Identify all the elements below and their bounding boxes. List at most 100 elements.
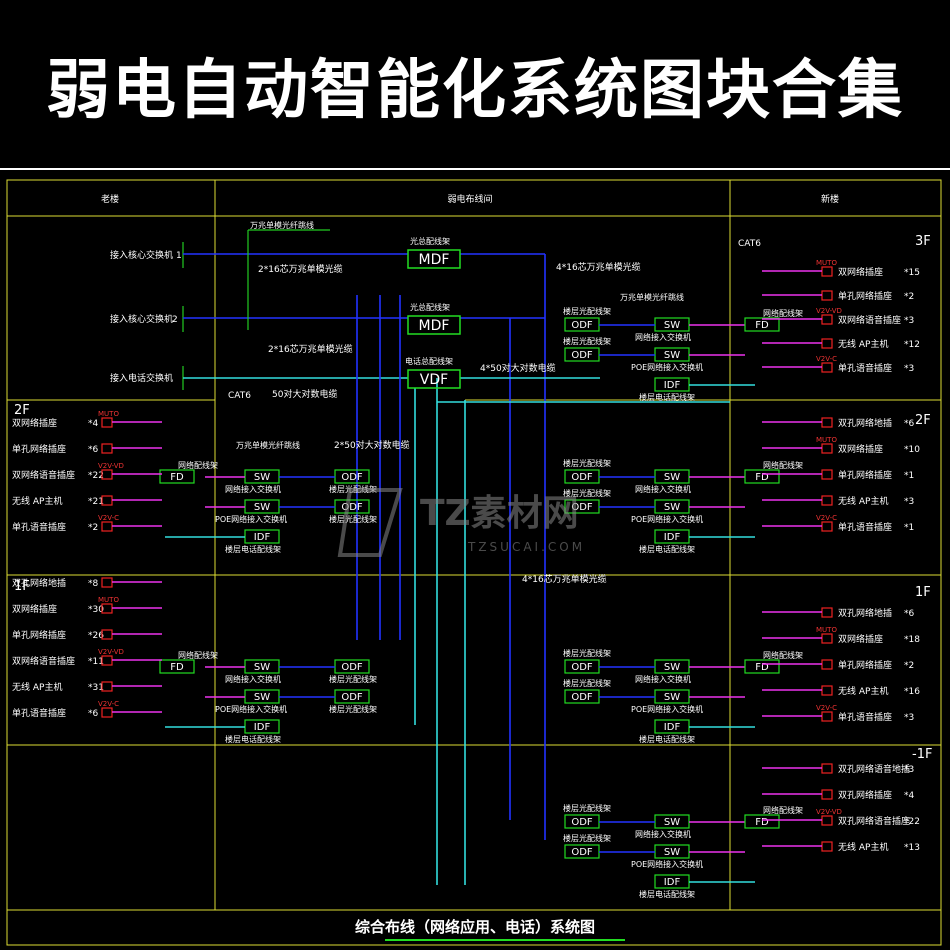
eq-3f-idf-label: 楼层电话配线架 (639, 392, 695, 402)
l2f-outlet-1-icon (101, 443, 113, 454)
eq-1f-r-idf-text: IDF (664, 722, 681, 733)
rb1-outlet-3-icon (821, 841, 833, 852)
l2f-outlet-0-tag: MUTO (98, 410, 119, 418)
fiber-2x16-label-b: 2*16芯万兆单模光缆 (268, 343, 353, 355)
l2f-outlet-4-count: *2 (88, 523, 98, 533)
l1f-outlet-4-count: *31 (88, 683, 104, 693)
l1f-outlet-5-label: 单孔语音插座 (12, 707, 66, 719)
l2f-outlet-4-icon (101, 521, 113, 532)
cat6-label-right: CAT6 (738, 239, 761, 249)
r1f-outlet-3-label: 无线 AP主机 (838, 685, 888, 697)
eq-1f-l-odf-1-label: 楼层光配线架 (329, 674, 377, 684)
eq-1f-r-sw-2-label: POE网络接入交换机 (631, 704, 703, 714)
equipment-layer: ODF楼层光配线架ODF楼层光配线架SW网络接入交换机SWPOE网络接入交换机I… (159, 306, 803, 899)
r3f-outlet-2-icon (821, 314, 833, 325)
eq-3f-sw-1-label: 网络接入交换机 (635, 332, 691, 342)
r3f-outlet-3-count: *12 (904, 340, 920, 350)
r2f-outlet-1-icon (821, 443, 833, 454)
r1f-outlet-1-count: *18 (904, 635, 920, 645)
l1f-outlet-5-tag: V2V-C (98, 700, 119, 708)
eq-2f-r-sw-1-text: SW (664, 472, 680, 483)
l1f-outlet-5-icon (101, 707, 113, 718)
l1f-outlet-0-icon (101, 577, 113, 588)
nb-1f-fd-label: 网络配线架 (763, 650, 803, 660)
r3f-outlet-0-count: *15 (904, 268, 920, 278)
r3f-outlet-2-tag: V2V-VD (816, 307, 842, 315)
nb-1f-fd-text: FD (755, 662, 769, 673)
core-switch-1-num: 1 (176, 251, 182, 261)
eq-b1-sw-1-label: 网络接入交换机 (635, 829, 691, 839)
r2f-outlet-0-icon (821, 417, 833, 428)
eq-3f-odf-2-text: ODF (571, 350, 593, 361)
r2f-outlet-1-tag: MUTO (816, 436, 837, 444)
vdf-text: VDF (420, 372, 448, 388)
eq-2f-l-odf-1-text: ODF (341, 472, 363, 483)
rb1-outlet-2-label: 双孔网络语音插座 (838, 815, 910, 827)
r1f-outlet-1-tag: MUTO (816, 626, 837, 634)
l2f-outlet-0-count: *4 (88, 419, 99, 429)
rb1-outlet-3-count: *13 (904, 843, 920, 853)
eq-2f-r-idf-text: IDF (664, 532, 681, 543)
r3f-outlet-4-label: 单孔语音插座 (838, 362, 892, 374)
nb-1f-fd-box (744, 659, 780, 674)
r2f-outlet-1-count: *10 (904, 445, 920, 455)
mdf-2-label: 光总配线架 (410, 302, 450, 312)
r2f-outlet-3-label: 无线 AP主机 (838, 495, 888, 507)
eq-2f-r-sw-1-label: 网络接入交换机 (635, 484, 691, 494)
r1f-outlet-1-icon (821, 633, 833, 644)
l2f-outlet-0-label: 双网络插座 (12, 417, 57, 429)
title-divider (0, 168, 950, 170)
r3f-outlet-4-icon (821, 362, 833, 373)
r1f-outlet-4-count: *3 (904, 713, 914, 723)
l2f-outlet-3-label: 无线 AP主机 (12, 495, 62, 507)
r3f-outlet-1-count: *2 (904, 292, 914, 302)
diagram-frame (6, 179, 942, 946)
rb1-outlet-0-count: *3 (904, 765, 914, 775)
l1f-outlet-3-tag: V2V-VD (98, 648, 124, 656)
eq-b1-sw-2-text: SW (664, 847, 680, 858)
l1f-outlet-4-label: 无线 AP主机 (12, 681, 62, 693)
ob-1f-fd-text: FD (170, 662, 184, 673)
ob-2f-fd-text: FD (170, 472, 184, 483)
eq-2f-l-sw-2-label: POE网络接入交换机 (215, 514, 287, 524)
eq-3f-sw-2-label: POE网络接入交换机 (631, 362, 703, 372)
fiber-jumper-label-right: 万兆单模光纤跳线 (620, 292, 684, 302)
core-switch-2-label: 接入核心交换机 (110, 313, 173, 325)
floor-label-2f-left: 2F (14, 403, 30, 418)
ob-2f-fd-box (159, 469, 195, 484)
eq-2f-l-odf-2-text: ODF (341, 502, 363, 513)
r3f-outlet-4-tag: V2V-C (816, 355, 837, 363)
r3f-outlet-0-icon (821, 266, 833, 277)
eq-1f-l-sw-1-text: SW (254, 662, 270, 673)
nb-3f-fd-box (744, 317, 780, 332)
r1f-outlet-4-tag: V2V-C (816, 704, 837, 712)
rb1-outlet-0-icon (821, 763, 833, 774)
nb-2f-fd-label: 网络配线架 (763, 460, 803, 470)
watermark-brand: TZ素材网 (420, 493, 579, 534)
eq-2f-l-odf-2-label: 楼层光配线架 (329, 514, 377, 524)
vdf-label: 电话总配线架 (405, 356, 453, 366)
r1f-outlet-3-count: *16 (904, 687, 920, 697)
eq-2f-r-odf-1-text: ODF (571, 472, 593, 483)
phone-switch-label: 接入电话交换机 (110, 372, 173, 384)
r1f-outlet-0-label: 双孔网络地插 (838, 607, 892, 619)
l2f-outlet-3-count: *21 (88, 497, 104, 507)
r3f-outlet-3-label: 无线 AP主机 (838, 338, 888, 350)
eq-1f-r-odf-1-text: ODF (571, 662, 593, 673)
rb1-outlet-2-icon (821, 815, 833, 826)
r1f-outlet-4-label: 单孔语音插座 (838, 711, 892, 723)
core-switch-1-label: 接入核心交换机 (110, 249, 173, 261)
r1f-outlet-4-icon (821, 711, 833, 722)
eq-2f-l-idf-text: IDF (254, 532, 271, 543)
eq-2f-l-sw-2-text: SW (254, 502, 270, 513)
eq-3f-sw-1-text: SW (664, 320, 680, 331)
r2f-outlet-2-icon (821, 469, 833, 480)
floor-label-b1: -1F (912, 747, 932, 762)
r1f-outlet-0-count: *6 (904, 609, 915, 619)
mdf-1-box (407, 249, 461, 269)
eq-b1-odf-1-label: 楼层光配线架 (563, 803, 611, 813)
eq-2f-r-sw-2-text: SW (664, 502, 680, 513)
floor-label-1f-left: 1F (14, 579, 30, 594)
nb-3f-fd-label: 网络配线架 (763, 308, 803, 318)
l1f-outlet-0-count: *8 (88, 579, 99, 589)
